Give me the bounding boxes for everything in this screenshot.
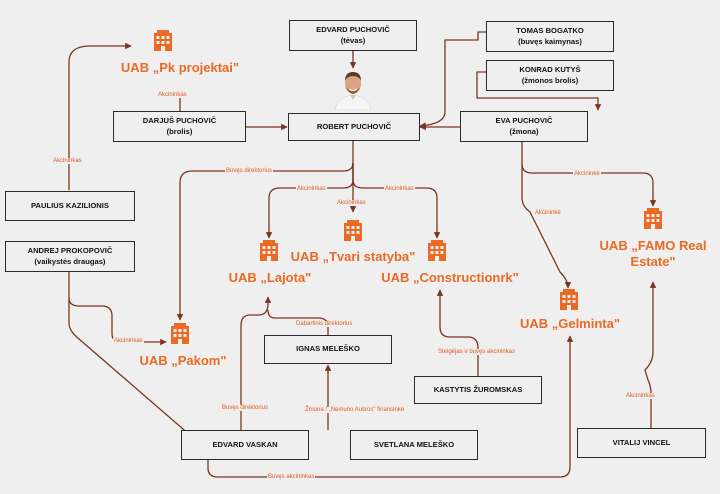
person-vitalij-vincel: VITALIJ VINCEL [577, 428, 706, 458]
building-icon [428, 240, 446, 261]
person-name: IGNAS MELEŠKO [296, 344, 360, 354]
person-role: (buvęs kaimynas) [518, 36, 582, 46]
person-role: (vaikystės draugas) [34, 256, 106, 266]
person-name: TOMAS BOGATKO [516, 26, 584, 36]
person-name: EVA PUCHOVIČ [495, 116, 553, 126]
company-famo-real-estate: UAB „FAMO Real Estate" [588, 238, 718, 269]
building-icon [644, 208, 662, 229]
person-role: (brolis) [166, 126, 193, 136]
edge-label-akcininkas: Akcininkas [336, 200, 367, 206]
person-konrad-kutys: KONRAD KUTYŠ (žmonos brolis) [486, 60, 614, 91]
edge-label-akcininke: Akcininkė [573, 171, 601, 177]
building-icon [154, 30, 172, 51]
edge-label-zmona: Žmona / „Nemuno Aušros" finansinkė [304, 407, 406, 413]
edge-label-steigejas: Steigėjas ir buvęs akcininkas [437, 349, 517, 355]
edge-label-akcininke: Akcininkė [534, 210, 562, 216]
person-darjus-puchovic: DARJUŠ PUCHOVIČ (brolis) [113, 111, 246, 142]
company-gelminta: UAB „Gelminta" [519, 316, 621, 331]
person-tomas-bogatko: TOMAS BOGATKO (buvęs kaimynas) [486, 21, 614, 52]
person-robert-puchovic: ROBERT PUCHOVIČ [288, 113, 420, 141]
edge-label-akcininkas: Akcininkas [52, 158, 83, 164]
person-name: EDVARD PUCHOVIČ [316, 25, 390, 35]
edge-label-akcininkas: Akcininkas [296, 186, 327, 192]
edge-label-akcininkas: Akcininkas [157, 92, 188, 98]
person-name: PAULIUS KAZILIONIS [31, 200, 109, 210]
person-edvard-puchovic: EDVARD PUCHOVIČ (tėvas) [289, 20, 417, 51]
person-edvard-vaskan: EDVARD VASKAN [181, 430, 309, 460]
company-tvari-statyba: UAB „Tvari statyba" [290, 249, 416, 264]
edge-label-akcininkas: Akcininkas [384, 186, 415, 192]
person-eva-puchovic: EVA PUCHOVIČ (žmona) [460, 111, 588, 142]
edge-label-akcininkas: Akcininkas [113, 338, 144, 344]
person-name: SVETLANA MELEŠKO [373, 439, 455, 449]
person-ignas-melesko: IGNAS MELEŠKO [264, 335, 392, 364]
person-role: (žmonos brolis) [521, 75, 579, 85]
person-name: KASTYTIS ŽUROMSKAS [433, 384, 523, 394]
person-name: KONRAD KUTYŠ [519, 65, 581, 75]
company-name-line: UAB „FAMO Real [599, 238, 707, 253]
building-icon [171, 323, 189, 344]
person-paulius-kazilionis: PAULIUS KAZILIONIS [5, 191, 135, 221]
company-pakom: UAB „Pakom" [139, 353, 227, 368]
edge-label-buves-direktorius: Buvęs direktorius [225, 168, 274, 174]
person-andrej-prokopovic: ANDREJ PROKOPOVIČ (vaikystės draugas) [5, 241, 135, 272]
edge-label-buves-akcininkas: Buvęs akcininkas [267, 474, 316, 480]
person-kastytis-zuromskas: KASTYTIS ŽUROMSKAS [414, 376, 542, 404]
edge-label-buves-direktorius: Buvęs direktorius [221, 405, 270, 411]
person-name: EDVARD VASKAN [212, 439, 278, 449]
building-icon [260, 240, 278, 261]
person-name: DARJUŠ PUCHOVIČ [142, 116, 217, 126]
person-name: VITALIJ VINCEL [612, 437, 671, 447]
company-constructionrk: UAB „Constructionrk" [381, 270, 519, 285]
company-pk-projektai: UAB „Pk projektai" [120, 60, 240, 75]
robert-portrait-photo [334, 72, 372, 110]
person-svetlana-melesko: SVETLANA MELEŠKO [350, 430, 478, 460]
edge-label-akcininkas: Akcininkas [625, 393, 656, 399]
company-lajota: UAB „Lajota" [228, 270, 312, 285]
edge-label-dabartinis-direktorius: Dabartinis direktorius [295, 321, 354, 327]
company-name-line: Estate" [630, 253, 676, 269]
person-role: (tėvas) [340, 35, 366, 45]
building-icon [344, 220, 362, 241]
person-name: ANDREJ PROKOPOVIČ [27, 246, 113, 256]
person-role: (žmona) [509, 126, 539, 136]
person-name: ROBERT PUCHOVIČ [316, 121, 392, 131]
building-icon [560, 289, 578, 310]
